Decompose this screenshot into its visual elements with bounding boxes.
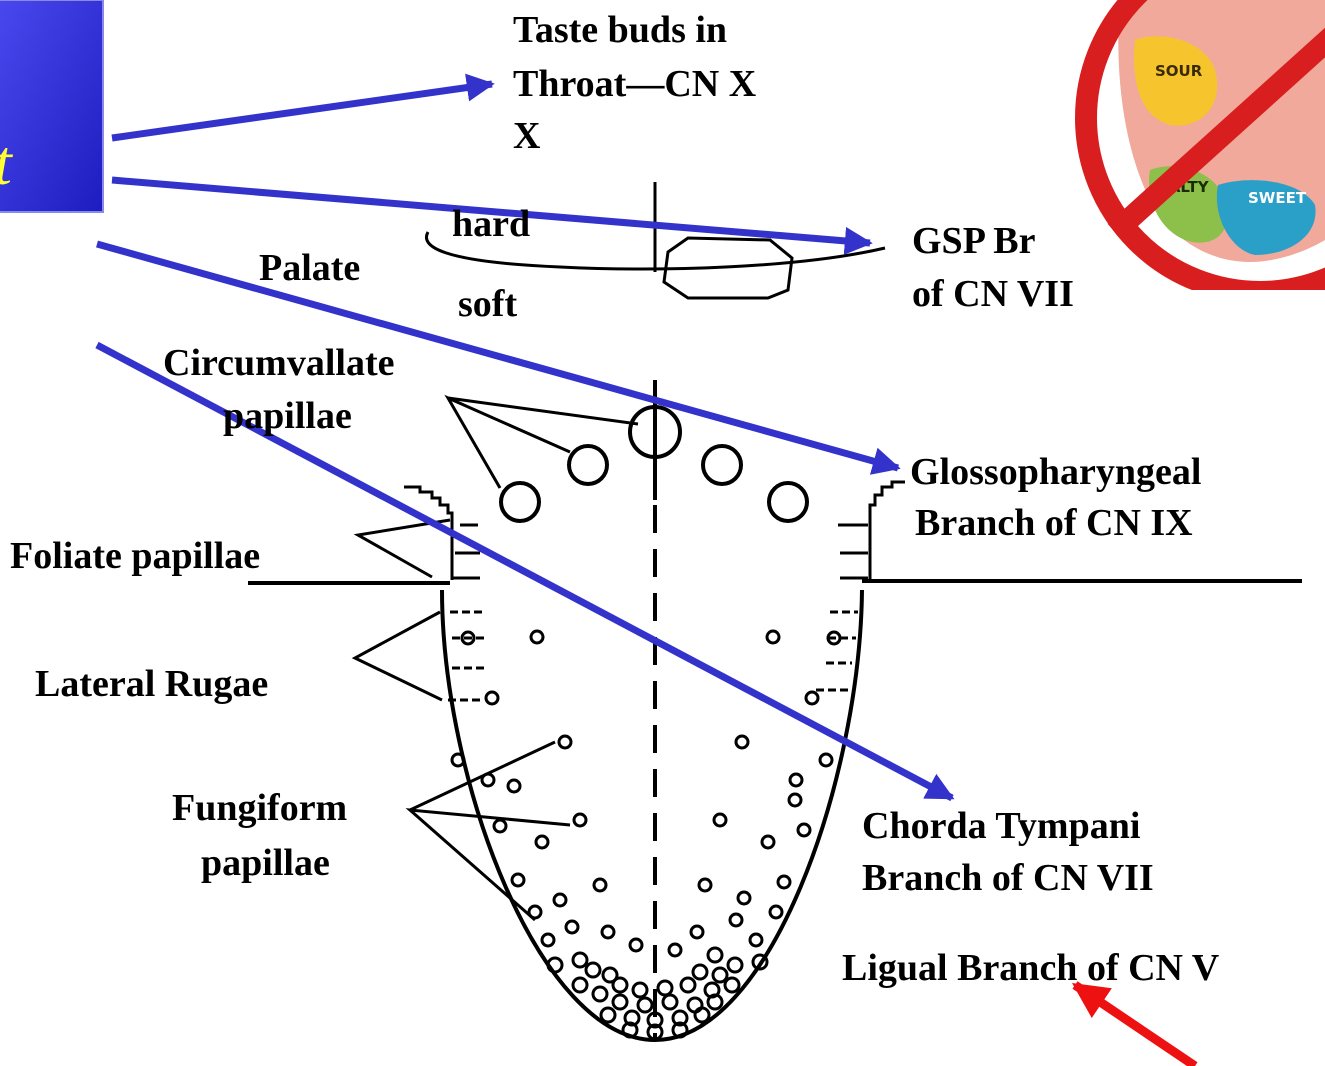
label-hard: hard bbox=[452, 203, 530, 245]
fungiform-dot bbox=[663, 995, 677, 1009]
fungiform-dot bbox=[593, 987, 607, 1001]
label-foliate: Foliate papillae bbox=[10, 535, 260, 577]
fungiform-dot bbox=[750, 934, 762, 946]
fungiform-dot bbox=[681, 978, 695, 992]
label-soft: soft bbox=[458, 283, 517, 325]
fungiform-dot bbox=[762, 836, 774, 848]
label-chorda-line2: Branch of CN VII bbox=[862, 857, 1154, 899]
fungiform-dot bbox=[790, 774, 802, 786]
fungiform-dot bbox=[494, 820, 506, 832]
fungiform-papillae bbox=[452, 631, 840, 1039]
fungiform-dot bbox=[806, 692, 818, 704]
fungiform-dot bbox=[728, 958, 742, 972]
fungiform-dot bbox=[725, 978, 739, 992]
fungiform-dot bbox=[789, 794, 801, 806]
fungiform-dot bbox=[691, 926, 703, 938]
fungiform-dot bbox=[820, 754, 832, 766]
fungiform-dot bbox=[699, 879, 711, 891]
fungiform-dot bbox=[508, 780, 520, 792]
fungiform-dot bbox=[708, 948, 722, 962]
label-lateral-rugae: Lateral Rugae bbox=[35, 663, 268, 705]
arrow-to-throat bbox=[112, 84, 492, 138]
fungiform-dot bbox=[658, 981, 672, 995]
taste-label-sour: SOUR bbox=[1155, 62, 1203, 80]
fungiform-dot bbox=[613, 995, 627, 1009]
pointer-lines bbox=[355, 398, 638, 920]
label-gsp-line2: of CN VII bbox=[912, 273, 1074, 315]
label-palate: Palate bbox=[259, 247, 360, 289]
fungiform-dot bbox=[633, 983, 647, 997]
fungiform-dot bbox=[573, 953, 587, 967]
fungiform-dot bbox=[778, 876, 790, 888]
label-taste-buds-line1: Taste buds in bbox=[513, 9, 727, 51]
label-fungiform-line2: papillae bbox=[201, 842, 330, 884]
fungiform-dot bbox=[542, 934, 554, 946]
fungiform-dot bbox=[770, 906, 782, 918]
label-taste-buds-line3: X bbox=[513, 115, 540, 157]
fungiform-dot bbox=[638, 998, 652, 1012]
label-lingual: Ligual Branch of CN V bbox=[842, 947, 1220, 989]
arrow-to-lingual bbox=[1075, 985, 1195, 1066]
label-circumvallate-line1: Circumvallate bbox=[163, 342, 394, 384]
fungiform-dot bbox=[798, 824, 810, 836]
fungiform-dot bbox=[738, 892, 750, 904]
fungiform-dot bbox=[613, 978, 627, 992]
fungiform-dot bbox=[594, 879, 606, 891]
fungiform-dot bbox=[630, 939, 642, 951]
fungiform-dot bbox=[566, 921, 578, 933]
label-taste-buds-line2: Throat—CN X bbox=[513, 63, 756, 105]
fungiform-dot bbox=[767, 631, 779, 643]
fungiform-dot bbox=[695, 1008, 709, 1022]
fungiform-dot bbox=[693, 965, 707, 979]
labels: Taste buds in Throat—CN X X hard Palate … bbox=[10, 9, 1220, 989]
fungiform-dot bbox=[602, 926, 614, 938]
fungiform-dot bbox=[601, 1008, 615, 1022]
fungiform-dot bbox=[574, 814, 586, 826]
taste-label-sweet: SWEET bbox=[1248, 189, 1307, 207]
side-text-box: t bbox=[0, 0, 103, 212]
fungiform-dot bbox=[531, 631, 543, 643]
label-fungiform-line1: Fungiform bbox=[172, 787, 347, 829]
label-gsp-line1: GSP Br bbox=[912, 220, 1036, 262]
fungiform-dot bbox=[736, 736, 748, 748]
fungiform-dot bbox=[559, 736, 571, 748]
fungiform-dot bbox=[714, 814, 726, 826]
fungiform-dot bbox=[730, 914, 742, 926]
label-circumvallate-line2: papillae bbox=[223, 395, 352, 437]
fungiform-dot bbox=[536, 836, 548, 848]
fungiform-dot bbox=[554, 894, 566, 906]
fungiform-dot bbox=[573, 978, 587, 992]
fungiform-dot bbox=[669, 944, 681, 956]
label-glosso-line1: Glossopharyngeal bbox=[910, 451, 1201, 493]
tongue-taste-map-image: SOUR SALTY SWEET bbox=[1075, 0, 1325, 292]
label-chorda-line1: Chorda Tympani bbox=[862, 805, 1140, 847]
label-glosso-line2: Branch of CN IX bbox=[915, 502, 1193, 544]
fungiform-dot bbox=[713, 968, 727, 982]
fungiform-dot bbox=[486, 692, 498, 704]
fungiform-dot bbox=[586, 963, 600, 977]
fungiform-dot bbox=[512, 874, 524, 886]
